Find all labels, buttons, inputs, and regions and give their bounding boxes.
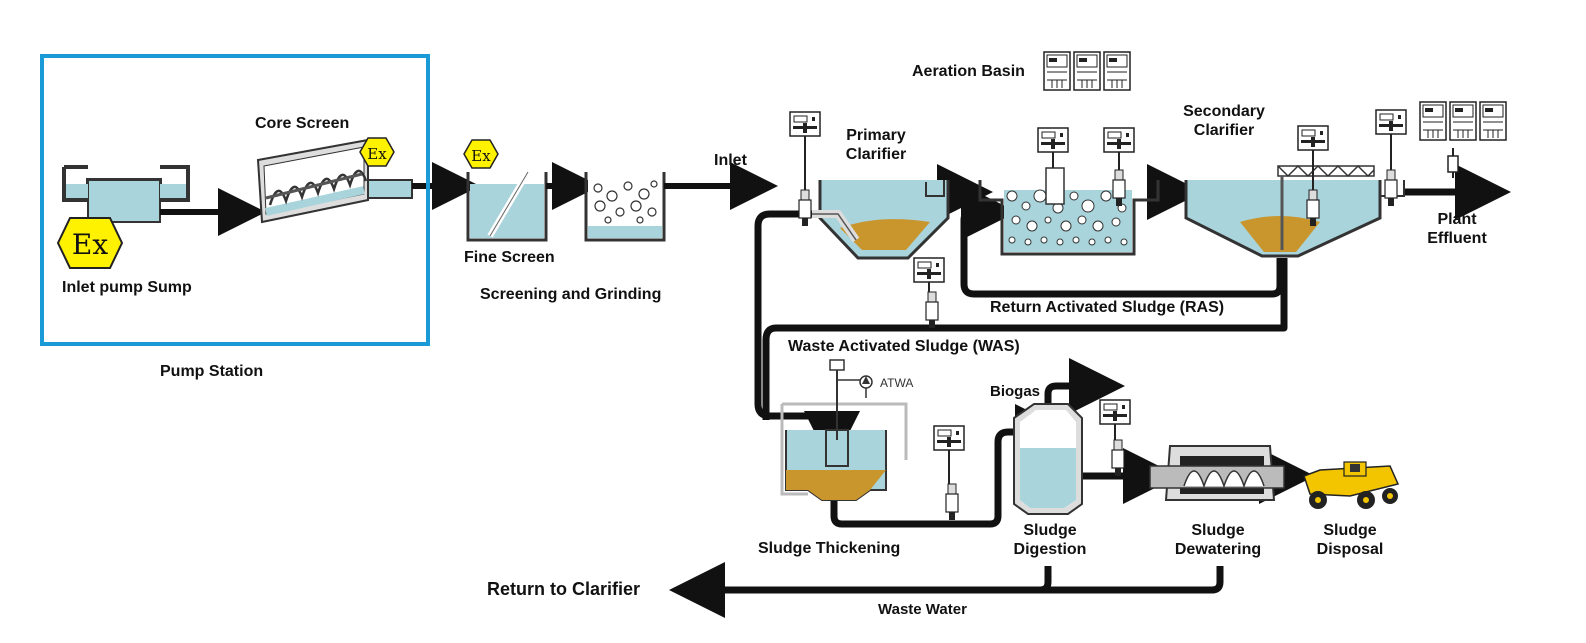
svg-text:Ex: Ex bbox=[72, 228, 108, 261]
thickener-probe bbox=[945, 483, 959, 521]
aeration-analyzers bbox=[1043, 51, 1131, 91]
ex-hazard-icon-core: Ex bbox=[359, 137, 395, 167]
sludge-disposal-label-line1: Sludge bbox=[1323, 522, 1377, 539]
waste-water-label: Waste Water bbox=[878, 601, 967, 618]
sludge-disposal-label: Sludge Disposal bbox=[1310, 521, 1390, 559]
plant-effluent-label-line2: Effluent bbox=[1427, 230, 1487, 247]
screening-grinding-label: Screening and Grinding bbox=[480, 286, 662, 303]
inlet-sensor-probe bbox=[798, 189, 812, 227]
return-to-clarifier-label: Return to Clarifier bbox=[487, 579, 641, 599]
primary-clarifier-label-line2: Clarifier bbox=[845, 146, 907, 163]
sludge-digestion-label: Sludge Digestion bbox=[1004, 521, 1096, 559]
primary-clarifier-label-line1: Primary bbox=[846, 127, 906, 144]
svg-text:Ex: Ex bbox=[367, 145, 387, 163]
core-screen-label: Core Screen bbox=[255, 115, 350, 132]
effluent-meter bbox=[1375, 109, 1407, 135]
secondary-clarifier-label-line2: Clarifier bbox=[1193, 122, 1255, 139]
sludge-digestion-label-line1: Sludge bbox=[1023, 522, 1077, 539]
inlet-label: Inlet bbox=[714, 152, 747, 169]
aeration-basin bbox=[978, 167, 1160, 256]
atwa-label: ATWA bbox=[880, 376, 914, 390]
sludge-thickener bbox=[780, 359, 908, 501]
plant-effluent-label: Plant Effluent bbox=[1420, 210, 1494, 248]
aeration-meter-1 bbox=[1037, 127, 1069, 153]
secondary-meter bbox=[1297, 125, 1329, 151]
thickener-meter bbox=[933, 425, 965, 451]
primary-clarifier bbox=[812, 180, 950, 260]
primary-clarifier-label: Primary Clarifier bbox=[836, 126, 916, 164]
sludge-dewatering-label-line2: Dewatering bbox=[1174, 541, 1262, 558]
ras-meter bbox=[913, 257, 945, 283]
inlet-pump-sump bbox=[62, 165, 266, 236]
pump-station-label: Pump Station bbox=[160, 363, 264, 380]
inlet-pump-sump-label: Inlet pump Sump bbox=[62, 279, 192, 296]
sludge-disposal-label-line2: Disposal bbox=[1316, 541, 1384, 558]
sludge-digestion-label-line2: Digestion bbox=[1013, 541, 1087, 558]
ex-hazard-icon: Ex bbox=[56, 217, 124, 269]
pump-station-frame bbox=[40, 54, 430, 346]
ras-probe bbox=[925, 291, 939, 329]
digester-probe bbox=[1111, 439, 1125, 477]
fine-screen bbox=[466, 162, 600, 242]
secondary-clarifier-label: Secondary Clarifier bbox=[1176, 102, 1272, 140]
sludge-dewatering-label-line1: Sludge bbox=[1191, 522, 1245, 539]
grinder bbox=[584, 162, 778, 242]
sludge-pipes bbox=[669, 164, 1511, 618]
biogas-label: Biogas bbox=[990, 383, 1041, 400]
effluent-analyzers bbox=[1419, 101, 1507, 141]
sludge-thickening-label: Sludge Thickening bbox=[758, 540, 901, 557]
secondary-clarifier bbox=[1184, 164, 1405, 258]
flow-meter-inlet bbox=[789, 111, 821, 137]
ras-label: Return Activated Sludge (RAS) bbox=[990, 299, 1225, 316]
plant-effluent-label-line1: Plant bbox=[1437, 211, 1477, 228]
aeration-meter-2 bbox=[1103, 127, 1135, 153]
sludge-dewatering-label: Sludge Dewatering bbox=[1166, 521, 1270, 559]
aeration-basin-label: Aeration Basin bbox=[912, 63, 1025, 80]
sludge-dewatering-press bbox=[1149, 445, 1285, 501]
secondary-clarifier-label-line1: Secondary bbox=[1183, 103, 1265, 120]
core-screen bbox=[256, 138, 480, 224]
was-label: Waste Activated Sludge (WAS) bbox=[788, 338, 1020, 355]
ex-hazard-icon-fine: Ex bbox=[463, 139, 499, 169]
effluent-probe bbox=[1384, 169, 1398, 207]
effluent-sampler bbox=[1447, 148, 1459, 178]
svg-text:Ex: Ex bbox=[471, 147, 491, 165]
fine-screen-label: Fine Screen bbox=[464, 249, 555, 266]
dump-truck-icon bbox=[1303, 461, 1400, 509]
sludge-digester bbox=[1013, 403, 1083, 515]
digester-meter bbox=[1099, 399, 1131, 425]
